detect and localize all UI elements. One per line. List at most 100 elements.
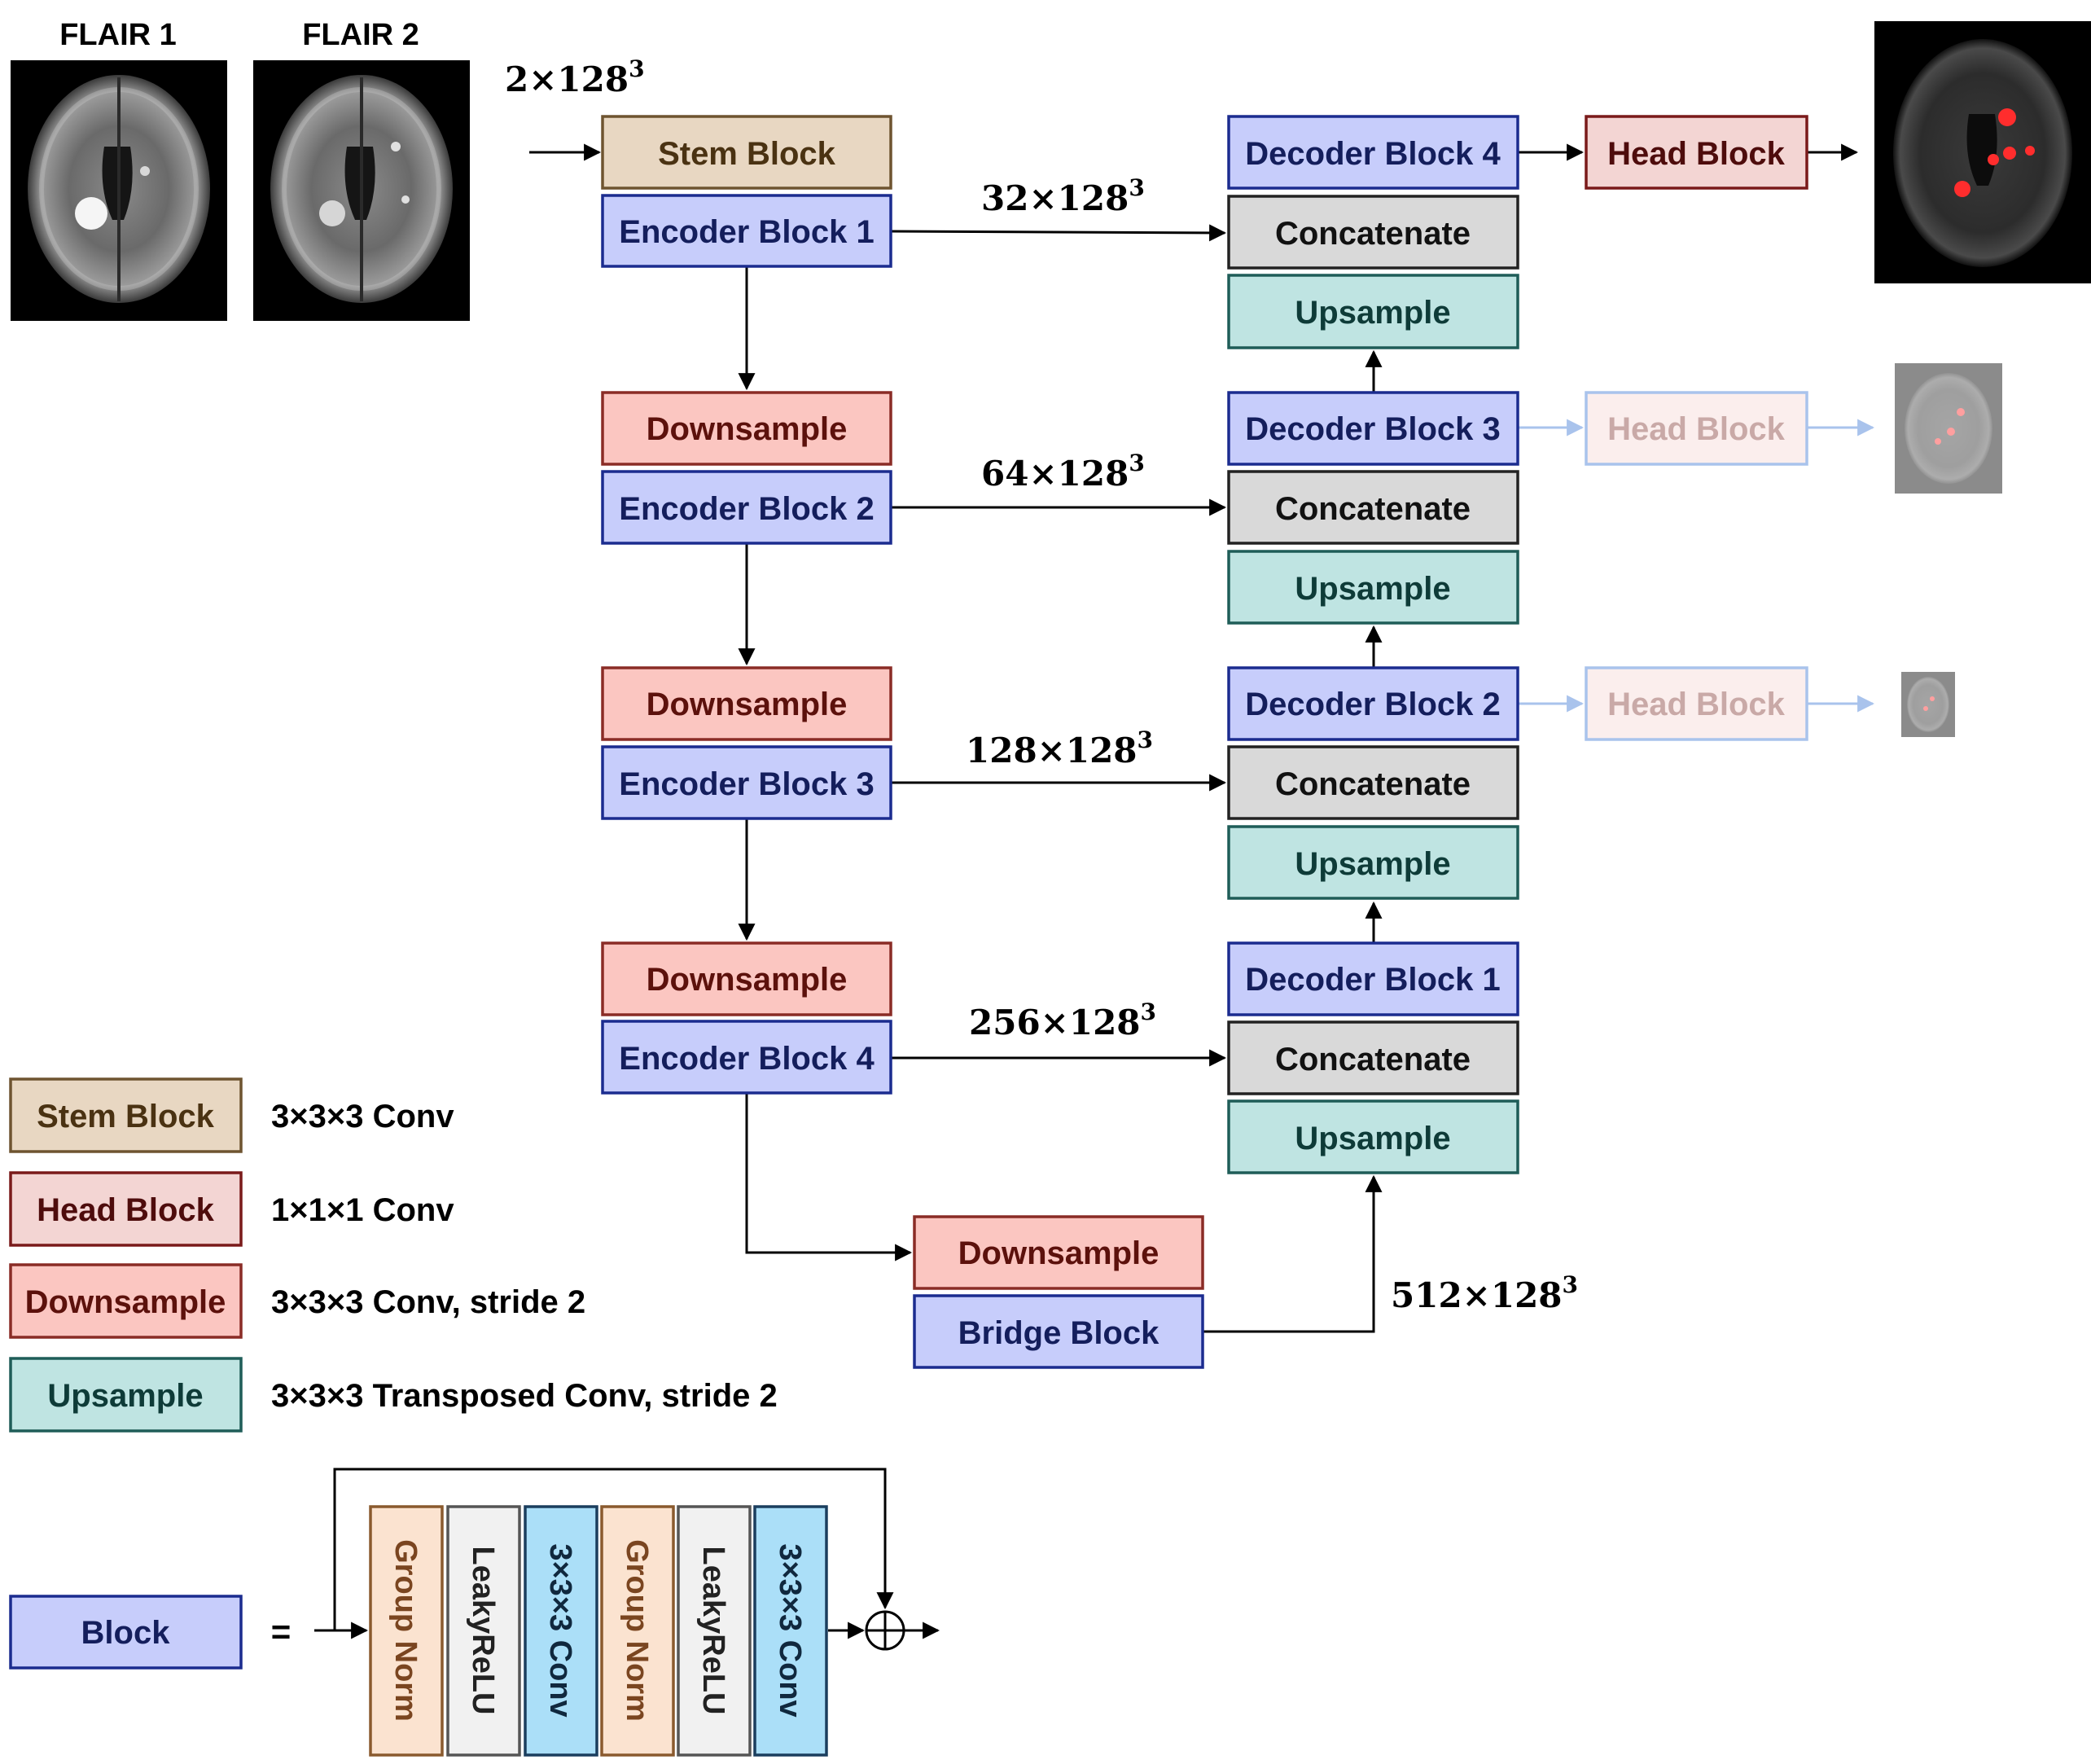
residual-skip-arrow: [333, 1468, 894, 1630]
residual-connectors: [314, 1468, 940, 1639]
concatenate-1: Concatenate: [1227, 195, 1519, 270]
svg-text:Downsample: Downsample: [647, 411, 848, 447]
svg-text:LeakyReLU: LeakyReLU: [466, 1547, 500, 1715]
legend: Stem Block 3×3×3 Conv Head Block 1×1×1 C…: [9, 1077, 778, 1433]
svg-text:Downsample: Downsample: [647, 962, 848, 998]
skip-shape-4: 256×1283: [969, 998, 1156, 1042]
encoder-block-4: Encoder Block 4: [601, 1020, 892, 1095]
input-shape-label: 2×1283: [505, 55, 645, 99]
svg-text:Decoder Block 2: Decoder Block 2: [1245, 687, 1500, 722]
svg-text:Decoder Block 4: Decoder Block 4: [1245, 136, 1501, 172]
layer-conv-1: 3×3×3 Conv: [524, 1505, 598, 1757]
svg-text:Upsample: Upsample: [47, 1378, 203, 1414]
legend-item-head: Head Block 1×1×1 Conv: [9, 1171, 454, 1247]
svg-text:3×3×3 Conv: 3×3×3 Conv: [543, 1543, 577, 1717]
svg-text:Encoder Block 1: Encoder Block 1: [619, 214, 874, 250]
faded-connectors: [1518, 419, 1875, 713]
output-image-deep-2: [1901, 672, 1955, 737]
svg-text:Decoder Block 1: Decoder Block 1: [1245, 962, 1500, 998]
decoder-block-2: Decoder Block 2: [1227, 666, 1519, 741]
svg-text:Bridge Block: Bridge Block: [958, 1315, 1159, 1351]
decoder-block-4: Decoder Block 4: [1227, 115, 1519, 190]
brain-mri-segmentation-icon: [1907, 677, 1949, 732]
svg-text:Stem Block: Stem Block: [37, 1099, 215, 1134]
svg-text:Upsample: Upsample: [1295, 1121, 1450, 1156]
bridge-shape-label: 512×1283: [1391, 1271, 1578, 1315]
legend-item-stem: Stem Block 3×3×3 Conv: [9, 1077, 454, 1153]
flair1-image: [11, 60, 227, 321]
circle-plus-icon: [865, 1610, 905, 1651]
equals-sign: =: [271, 1613, 292, 1651]
svg-text:Encoder Block 3: Encoder Block 3: [619, 766, 874, 802]
output-image-main: [1874, 21, 2091, 283]
svg-text:3×3×3 Conv: 3×3×3 Conv: [773, 1543, 807, 1717]
layer-conv-2: 3×3×3 Conv: [753, 1505, 828, 1757]
brain-mri-segmentation-icon: [1893, 39, 2072, 267]
stem-block: Stem Block: [601, 115, 892, 190]
legend-item-downsample: Downsample 3×3×3 Conv, stride 2: [9, 1263, 585, 1339]
layer-group-norm-2: Group Norm: [600, 1505, 675, 1757]
upsample-2: Upsample: [1227, 550, 1519, 625]
svg-text:Concatenate: Concatenate: [1275, 216, 1471, 252]
enc4-to-bridge-arrow: [745, 1093, 913, 1262]
svg-text:Upsample: Upsample: [1295, 846, 1450, 882]
svg-text:Head Block: Head Block: [37, 1192, 215, 1228]
concatenate-4: Concatenate: [1227, 1020, 1519, 1095]
svg-text:Head Block: Head Block: [1607, 687, 1786, 722]
svg-text:Concatenate: Concatenate: [1275, 1042, 1471, 1077]
svg-text:Block: Block: [81, 1615, 171, 1651]
legend-desc-head: 1×1×1 Conv: [271, 1192, 454, 1228]
bridge-to-up-arrow: [1203, 1174, 1383, 1333]
layer-leakyrelu-2: LeakyReLU: [677, 1505, 752, 1757]
skip-arrow-1: [890, 224, 1227, 242]
upsample-1: Upsample: [1227, 274, 1519, 349]
svg-text:Downsample: Downsample: [958, 1235, 1159, 1271]
layer-group-norm-1: Group Norm: [369, 1505, 444, 1757]
legend-desc-upsample: 3×3×3 Transposed Conv, stride 2: [271, 1378, 778, 1414]
svg-text:Downsample: Downsample: [25, 1284, 226, 1320]
head-block-main: Head Block: [1585, 115, 1808, 190]
svg-text:Upsample: Upsample: [1295, 571, 1450, 607]
skip-shape-2: 64×1283: [981, 450, 1145, 494]
flair2-image: [253, 60, 470, 321]
encoder-block-3: Encoder Block 3: [601, 745, 892, 820]
bridge-block: Bridge Block: [913, 1294, 1204, 1369]
svg-text:Head Block: Head Block: [1607, 136, 1786, 172]
svg-text:Concatenate: Concatenate: [1275, 766, 1471, 802]
concatenate-3: Concatenate: [1227, 745, 1519, 820]
downsample-3: Downsample: [601, 941, 892, 1016]
svg-text:Concatenate: Concatenate: [1275, 491, 1471, 527]
svg-text:Group Norm: Group Norm: [388, 1539, 423, 1722]
legend-desc-downsample: 3×3×3 Conv, stride 2: [271, 1284, 585, 1320]
decoder-block-3: Decoder Block 3: [1227, 391, 1519, 466]
decoder-block-1: Decoder Block 1: [1227, 941, 1519, 1016]
downsample-2: Downsample: [601, 666, 892, 741]
svg-text:Encoder Block 4: Encoder Block 4: [619, 1041, 875, 1077]
downsample-1: Downsample: [601, 391, 892, 466]
upsample-3: Upsample: [1227, 825, 1519, 900]
svg-text:Upsample: Upsample: [1295, 295, 1450, 331]
brain-mri-flair-icon: [28, 75, 210, 303]
svg-text:Encoder Block 2: Encoder Block 2: [619, 491, 874, 527]
svg-text:Group Norm: Group Norm: [620, 1539, 654, 1722]
output-image-deep-3: [1895, 363, 2002, 494]
connectors: [738, 143, 1859, 1333]
flair2-label: FLAIR 2: [302, 18, 419, 52]
flair1-label: FLAIR 1: [59, 18, 177, 52]
svg-text:Decoder Block 3: Decoder Block 3: [1245, 411, 1500, 447]
encoder-block-2: Encoder Block 2: [601, 470, 892, 545]
concatenate-2: Concatenate: [1227, 470, 1519, 545]
encoder-block-1: Encoder Block 1: [601, 194, 892, 268]
brain-mri-segmentation-icon: [1905, 373, 1992, 484]
upsample-4: Upsample: [1227, 1099, 1519, 1174]
head-block-deep-2: Head Block: [1585, 666, 1808, 741]
block-key: Block: [9, 1595, 243, 1670]
layer-leakyrelu-1: LeakyReLU: [446, 1505, 521, 1757]
legend-desc-stem: 3×3×3 Conv: [271, 1099, 454, 1134]
legend-item-upsample: Upsample 3×3×3 Transposed Conv, stride 2: [9, 1357, 778, 1433]
brain-mri-flair-icon: [270, 75, 453, 303]
svg-text:Downsample: Downsample: [647, 687, 848, 722]
svg-text:Head Block: Head Block: [1607, 411, 1786, 447]
